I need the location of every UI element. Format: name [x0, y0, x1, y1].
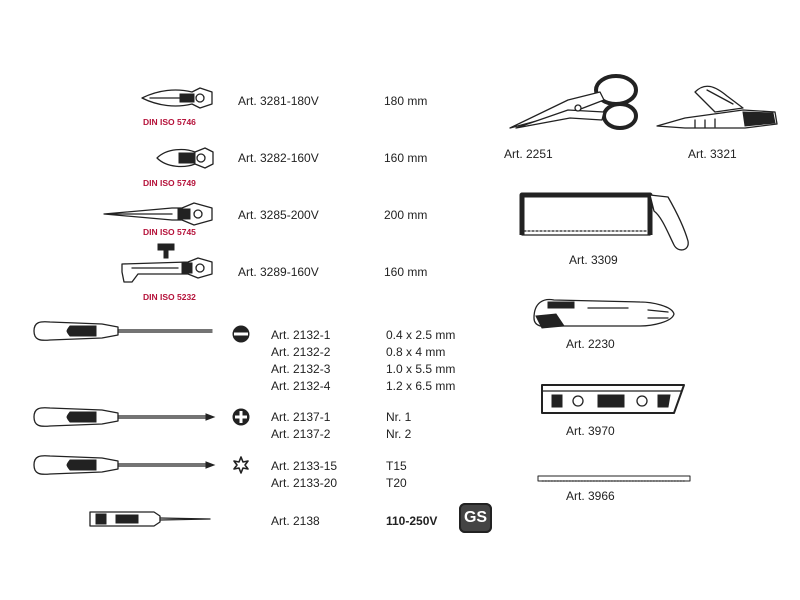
- article-number: Art. 3282-160V: [238, 151, 319, 165]
- norm-label: DIN ISO 5745: [143, 227, 196, 237]
- size-value: 0.8 x 4 mm: [386, 345, 446, 359]
- norm-label: DIN ISO 5232: [143, 292, 196, 302]
- size-value: 180 mm: [384, 94, 428, 108]
- voltage-tester-icon: [89, 511, 211, 527]
- size-value: 160 mm: [384, 265, 428, 279]
- cable-knife-icon: [656, 85, 778, 129]
- hacksaw-icon: [519, 192, 689, 251]
- size-value: 160 mm: [384, 151, 428, 165]
- article-number: Art. 2133-15: [271, 459, 338, 473]
- article-number: Art. 3285-200V: [238, 208, 319, 222]
- article-number: Art. 3970: [566, 424, 615, 438]
- article-number: Art. 2132-3: [271, 362, 331, 376]
- long-nose-pliers-icon: [103, 202, 213, 226]
- norm-label: DIN ISO 5749: [143, 178, 196, 188]
- article-number: Art. 2137-2: [271, 427, 331, 441]
- article-number: Art. 2132-1: [271, 328, 331, 342]
- size-value: 1.0 x 5.5 mm: [386, 362, 456, 376]
- screwdriver-icon: [33, 407, 216, 427]
- gs-badge: GS: [459, 503, 492, 533]
- article-number: Art. 2137-1: [271, 410, 331, 424]
- size-value: T20: [386, 476, 407, 490]
- article-number: Art. 3309: [569, 253, 618, 267]
- cable-stripper-icon: [533, 298, 675, 329]
- size-value: T15: [386, 459, 407, 473]
- article-number: Art. 2132-2: [271, 345, 331, 359]
- size-value: Nr. 2: [386, 427, 412, 441]
- article-number: Art. 3281-180V: [238, 94, 319, 108]
- article-number: Art. 2133-20: [271, 476, 338, 490]
- article-number: Art. 3321: [688, 147, 737, 161]
- wire-stripper-icon: [121, 243, 213, 283]
- screwdriver-icon: [33, 321, 213, 341]
- slotted-tip-icon: [232, 325, 250, 343]
- article-number: Art. 3966: [566, 489, 615, 503]
- size-value: 1.2 x 6.5 mm: [386, 379, 456, 393]
- article-number: Art. 2230: [566, 337, 615, 351]
- combination-pliers-icon: [141, 87, 213, 109]
- article-number: Art. 2138: [271, 514, 320, 528]
- saw-blade-icon: [537, 475, 691, 482]
- screwdriver-icon: [33, 455, 216, 475]
- voltage-range: 110-250V: [386, 514, 438, 528]
- torx-tip-icon: [233, 456, 249, 474]
- article-number: Art. 2132-4: [271, 379, 331, 393]
- article-number: Art. 3289-160V: [238, 265, 319, 279]
- cable-scissors-icon: [509, 74, 638, 130]
- size-value: 0.4 x 2.5 mm: [386, 328, 456, 342]
- phillips-tip-icon: [232, 408, 250, 426]
- spirit-level-icon: [541, 384, 685, 414]
- size-value: 200 mm: [384, 208, 428, 222]
- norm-label: DIN ISO 5746: [143, 117, 196, 127]
- article-number: Art. 2251: [504, 147, 553, 161]
- gs-badge-text: GS: [463, 509, 488, 526]
- size-value: Nr. 1: [386, 410, 412, 424]
- side-cutter-icon: [156, 147, 214, 169]
